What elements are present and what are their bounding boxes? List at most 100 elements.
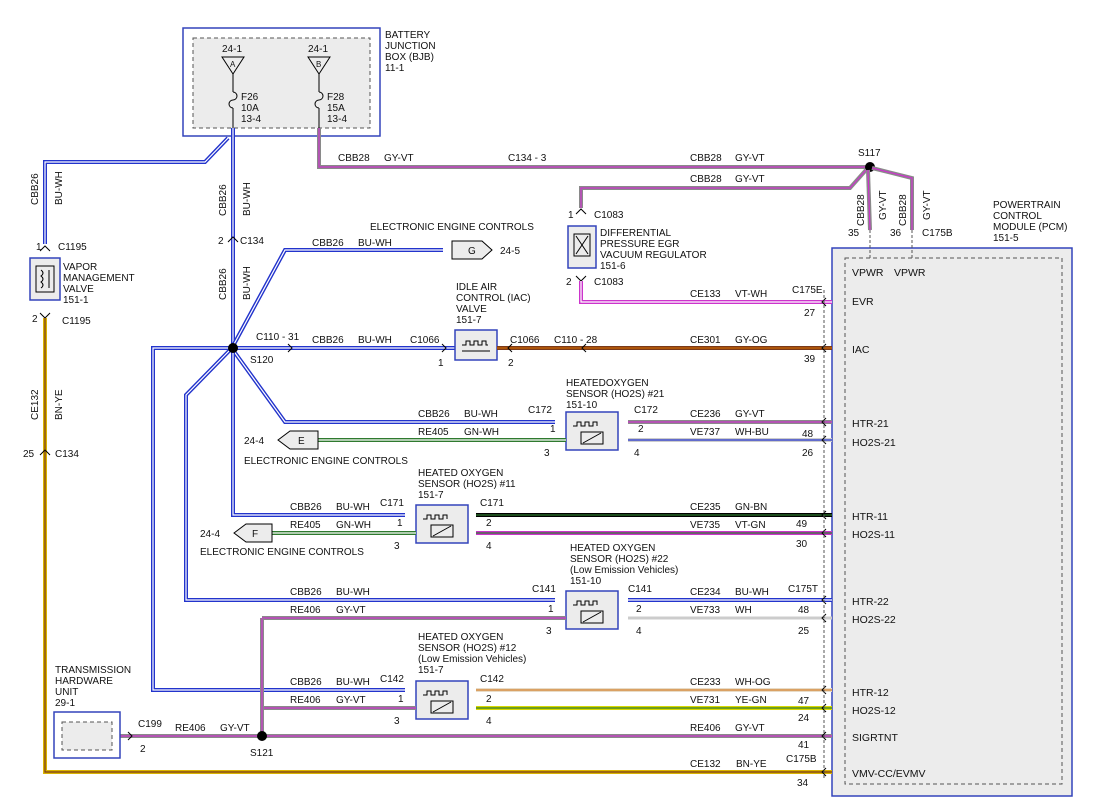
iac-valve: C110 - 31 CBB26 BU-WH C1066 IDLE AIR CON…	[256, 282, 832, 369]
iac-pcm-pin: 39	[804, 354, 816, 365]
ho2s22-conn-right: C141	[628, 584, 652, 595]
ho2s11-htr-color: GN-BN	[735, 502, 767, 513]
iac-pin-2: 2	[508, 358, 514, 369]
bjb-title-4: 11-1	[385, 63, 405, 74]
ho2s22-htr-color: BU-WH	[735, 587, 769, 598]
s120-splice	[228, 343, 238, 353]
bjb-title-3: BOX (BJB)	[385, 52, 434, 63]
solenoid-icon	[40, 269, 44, 289]
ho2s21-htr-color: GY-VT	[735, 409, 765, 420]
ho2s11-conn-left: C171	[380, 498, 404, 509]
ho2s22-sigout-color: WH	[735, 605, 752, 616]
iac-in-code: CBB26	[312, 335, 344, 346]
bjb-conn-a-ref: 24-1	[222, 44, 242, 55]
ho2s11-htr-code: CE235	[690, 502, 721, 513]
ho2s11-pin-2: 2	[486, 518, 492, 529]
ho2s22-in-code: CBB26	[290, 587, 322, 598]
pcm-pin-ho2s11: HO2S-11	[852, 529, 895, 541]
egr-title-2: PRESSURE EGR	[600, 239, 679, 250]
eec-top-title: ELECTRONIC ENGINE CONTROLS	[370, 222, 534, 233]
fuse-f26-ref: 13-4	[241, 114, 261, 125]
egr-title-1: DIFFERENTIAL	[600, 228, 672, 239]
vmv-c134-pin: 25	[23, 449, 35, 460]
eec-top: ELECTRONIC ENGINE CONTROLS CBB26 BU-WH G…	[312, 222, 534, 260]
ho2s22-pin-2: 2	[636, 604, 642, 615]
iac-title-2: CONTROL (IAC)	[456, 293, 531, 304]
sigrtnt-code: RE406	[690, 723, 721, 734]
evr-feed-color: GY-VT	[384, 153, 414, 164]
ho2s21-title-1: HEATEDOXYGEN	[566, 378, 649, 389]
ho2s21-sigout-color: WH-BU	[735, 427, 769, 438]
ho2s21-sigout-code: VE737	[690, 427, 720, 438]
iac-c1066-right: C1066	[510, 335, 540, 346]
pcm-pin-vpwr-1: VPWR	[852, 267, 884, 279]
pcm-title-4: 151-5	[993, 233, 1019, 244]
ho2s21-in-color: BU-WH	[464, 409, 498, 420]
ho2s12-pin-sig: 24	[798, 713, 810, 724]
ho2s12-pin-htr: 47	[798, 696, 810, 707]
ho2s12-sigout-code: VE731	[690, 695, 720, 706]
evr-out-code: CE133	[690, 289, 721, 300]
thu-conn: C199	[138, 719, 162, 730]
ho2s12-pin-3: 3	[394, 716, 400, 727]
fuse-f28-ref: 13-4	[327, 114, 347, 125]
ho2s22-sigout-code: VE733	[690, 605, 720, 616]
egr-pin-2: 2	[566, 277, 572, 288]
pcm-pin-vmv: VMV-CC/EVMV	[852, 768, 926, 780]
ho2s12-sig-code: RE406	[290, 695, 321, 706]
ho2s21-title-3: 151-10	[566, 400, 598, 411]
fuse-f28-label: F28	[327, 92, 345, 103]
vmv-title-2: MANAGEMENT	[63, 273, 135, 284]
trunk-mid-color: BU-WH	[242, 266, 253, 300]
ho2s12-title-3: (Low Emission Vehicles)	[418, 654, 526, 665]
trunk-mid-code: CBB26	[218, 268, 229, 300]
sigrtnt-pin: 41	[798, 740, 810, 751]
pcm-conn-c175b: C175B	[922, 228, 953, 239]
ho2s22-title-1: HEATED OXYGEN	[570, 543, 655, 554]
trunk-c134-pin: 2	[218, 236, 224, 247]
eec-top-ref: 24-5	[500, 246, 520, 257]
fuse-f28-icon	[314, 91, 324, 109]
ho2s21-eec-title: ELECTRONIC ENGINE CONTROLS	[244, 456, 408, 467]
pcm-title-2: CONTROL	[993, 211, 1042, 222]
evr-feed-code: CBB28	[338, 153, 370, 164]
ho2s11-title-3: 151-7	[418, 490, 444, 501]
bjb-conn-a: A	[230, 60, 236, 69]
ho2s12-conn-right: C142	[480, 674, 504, 685]
pcm-title-3: MODULE (PCM)	[993, 222, 1067, 233]
vmv-pin-top: 1	[36, 242, 42, 253]
evr-feed-color-3: GY-VT	[735, 174, 765, 185]
heater-icon	[423, 690, 448, 696]
ho2s-21: HEATEDOXYGEN SENSOR (HO2S) #21 151-10 CB…	[244, 378, 832, 467]
eec-top-tag: G	[468, 246, 476, 257]
ho2s12-htr-code: CE233	[690, 677, 721, 688]
ho2s-22: HEATED OXYGEN SENSOR (HO2S) #22 (Low Emi…	[262, 543, 832, 637]
vpwr-wire-1-code: CBB28	[856, 194, 867, 226]
ho2s12-pin-2: 2	[486, 694, 492, 705]
ho2s22-title-3: (Low Emission Vehicles)	[570, 565, 678, 576]
ho2s11-eec-title: ELECTRONIC ENGINE CONTROLS	[200, 547, 364, 558]
ho2s22-pin-3: 3	[546, 626, 552, 637]
pcm-module: POWERTRAIN CONTROL MODULE (PCM) 151-5 VP…	[831, 200, 1073, 797]
evr-feed-code-2: CBB28	[690, 153, 722, 164]
heater-icon	[423, 514, 448, 520]
ho2s12-sig-color: GY-VT	[336, 695, 366, 706]
ho2s11-eec-tag: F	[252, 529, 258, 540]
ho2s22-sig-color: GY-VT	[336, 605, 366, 616]
fuse-f26-icon	[228, 91, 238, 109]
thu-code: RE406	[175, 723, 206, 734]
egr-title-4: 151-6	[600, 261, 626, 272]
evr-pcm-pin: 27	[804, 308, 816, 319]
ho2s21-pin-4: 4	[634, 448, 640, 459]
battery-junction-box: BATTERY JUNCTION BOX (BJB) 11-1 24-1 A F…	[182, 27, 436, 137]
egr-title-3: VACUUM REGULATOR	[600, 250, 707, 261]
iac-title-3: VALVE	[456, 304, 487, 315]
pcm-connector-marks	[821, 297, 827, 777]
pcm-pin-ho2s22: HO2S-22	[852, 614, 896, 626]
bjb-title-1: BATTERY	[385, 30, 431, 41]
vmv-pcm-code: CE132	[690, 759, 721, 770]
vmv-wire-code: CE132	[30, 389, 41, 420]
ho2s-11: HEATED OXYGEN SENSOR (HO2S) #11 151-7 CB…	[200, 468, 832, 558]
ho2s21-in-code: CBB26	[418, 409, 450, 420]
egr-conn-bot: C1083	[594, 277, 624, 288]
